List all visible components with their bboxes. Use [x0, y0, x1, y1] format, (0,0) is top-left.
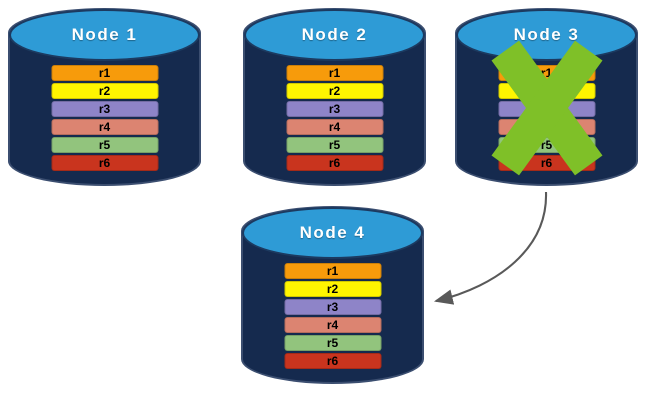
node-3-row-r4[interactable]: r4 [498, 119, 595, 135]
node-4-rows: r1 r2 r3 r4 r5 r6 [284, 263, 381, 369]
node-2-row-r2[interactable]: r2 [286, 83, 383, 99]
node-4-top: Node 4 [242, 207, 423, 259]
node-3-label: Node 3 [513, 25, 580, 44]
node-1-row-r5[interactable]: r5 [51, 137, 158, 153]
node-3-rows: r1 r2 r3 r4 r5 r6 [498, 65, 595, 171]
node-4-row-r6[interactable]: r6 [284, 353, 381, 369]
node-3-top: Node 3 [456, 9, 637, 61]
node-3-row-r1[interactable]: r1 [498, 65, 595, 81]
node-4-row-r2[interactable]: r2 [284, 281, 381, 297]
node-2-row-r4[interactable]: r4 [286, 119, 383, 135]
node-2[interactable]: Node 2 r1 r2 r3 r4 r5 r6 [243, 8, 426, 186]
node-1-row-r3[interactable]: r3 [51, 101, 158, 117]
node-1-row-r4[interactable]: r4 [51, 119, 158, 135]
node-3-row-r2[interactable]: r2 [498, 83, 595, 99]
node-4[interactable]: Node 4 r1 r2 r3 r4 r5 r6 [241, 206, 424, 384]
node-2-label: Node 2 [301, 25, 368, 44]
node-3[interactable]: Node 3 r1 r2 r3 r4 r5 r6 [455, 8, 638, 186]
node-2-row-r1[interactable]: r1 [286, 65, 383, 81]
node-1-label: Node 1 [71, 25, 138, 44]
node-1-row-r6[interactable]: r6 [51, 155, 158, 171]
node-2-top: Node 2 [244, 9, 425, 61]
node-4-row-r3[interactable]: r3 [284, 299, 381, 315]
node-4-row-r5[interactable]: r5 [284, 335, 381, 351]
node-1[interactable]: Node 1 r1 r2 r3 r4 r5 r6 [8, 8, 201, 186]
node-2-row-r6[interactable]: r6 [286, 155, 383, 171]
node-1-row-r2[interactable]: r2 [51, 83, 158, 99]
node-4-label: Node 4 [299, 223, 366, 242]
arrow-path [433, 191, 548, 305]
node-2-row-r5[interactable]: r5 [286, 137, 383, 153]
node-2-rows: r1 r2 r3 r4 r5 r6 [286, 65, 383, 171]
node-4-row-r4[interactable]: r4 [284, 317, 381, 333]
node-1-rows: r1 r2 r3 r4 r5 r6 [51, 65, 158, 171]
node-2-row-r3[interactable]: r3 [286, 101, 383, 117]
node-3-row-r5[interactable]: r5 [498, 137, 595, 153]
node-4-row-r1[interactable]: r1 [284, 263, 381, 279]
node-1-row-r1[interactable]: r1 [51, 65, 158, 81]
node-3-row-r3[interactable]: r3 [498, 101, 595, 117]
node-1-top: Node 1 [9, 9, 200, 61]
node-3-row-r6[interactable]: r6 [498, 155, 595, 171]
